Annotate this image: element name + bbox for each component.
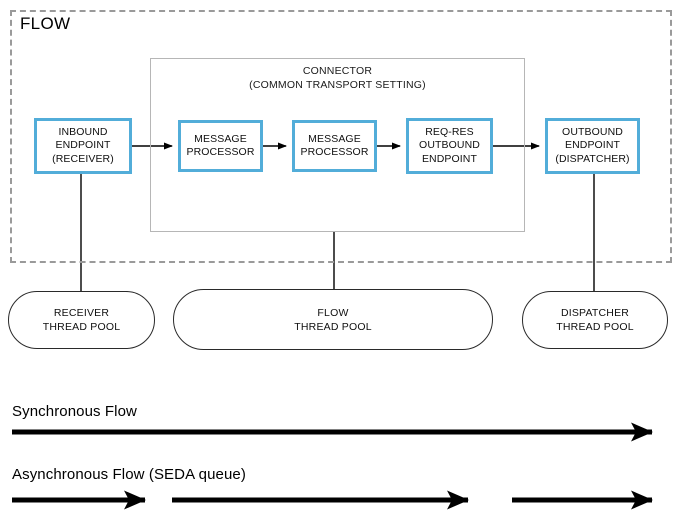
node-message-processor-2[interactable]: MESSAGE PROCESSOR: [292, 120, 377, 172]
thread-pool-drop-lines: [80, 174, 595, 291]
node-req-res-outbound-endpoint-label: REQ-RES OUTBOUND ENDPOINT: [419, 125, 480, 165]
legend-asynchronous-flow-label: Asynchronous Flow (SEDA queue): [12, 466, 246, 483]
connector-title: CONNECTOR (COMMON TRANSPORT SETTING): [150, 64, 525, 92]
dispatcher-thread-pool-label: DISPATCHER THREAD POOL: [556, 307, 634, 333]
node-outbound-endpoint-label: OUTBOUND ENDPOINT (DISPATCHER): [555, 125, 630, 165]
flow-thread-pool-label: FLOW THREAD POOL: [294, 306, 372, 333]
connector-title-line-1: CONNECTOR: [302, 65, 373, 77]
connector-box: [150, 58, 525, 232]
flow-thread-pool[interactable]: FLOW THREAD POOL: [173, 289, 493, 350]
receiver-thread-pool-label: RECEIVER THREAD POOL: [42, 307, 121, 333]
node-outbound-endpoint[interactable]: OUTBOUND ENDPOINT (DISPATCHER): [545, 118, 640, 174]
node-message-processor-2-label: MESSAGE PROCESSOR: [300, 132, 369, 159]
node-req-res-outbound-endpoint[interactable]: REQ-RES OUTBOUND ENDPOINT: [406, 118, 493, 174]
node-inbound-endpoint[interactable]: INBOUND ENDPOINT (RECEIVER): [34, 118, 132, 174]
receiver-thread-pool[interactable]: RECEIVER THREAD POOL: [8, 291, 155, 349]
node-inbound-endpoint-label: INBOUND ENDPOINT (RECEIVER): [52, 125, 114, 165]
connector-title-line-2: (COMMON TRANSPORT SETTING): [249, 79, 426, 91]
flow-label: FLOW: [20, 14, 71, 33]
legend-synchronous-flow-label: Synchronous Flow: [12, 403, 137, 420]
node-message-processor-1-label: MESSAGE PROCESSOR: [186, 132, 255, 159]
dispatcher-thread-pool[interactable]: DISPATCHER THREAD POOL: [522, 291, 668, 349]
node-message-processor-1[interactable]: MESSAGE PROCESSOR: [178, 120, 263, 172]
flow-boundary: [10, 10, 672, 263]
